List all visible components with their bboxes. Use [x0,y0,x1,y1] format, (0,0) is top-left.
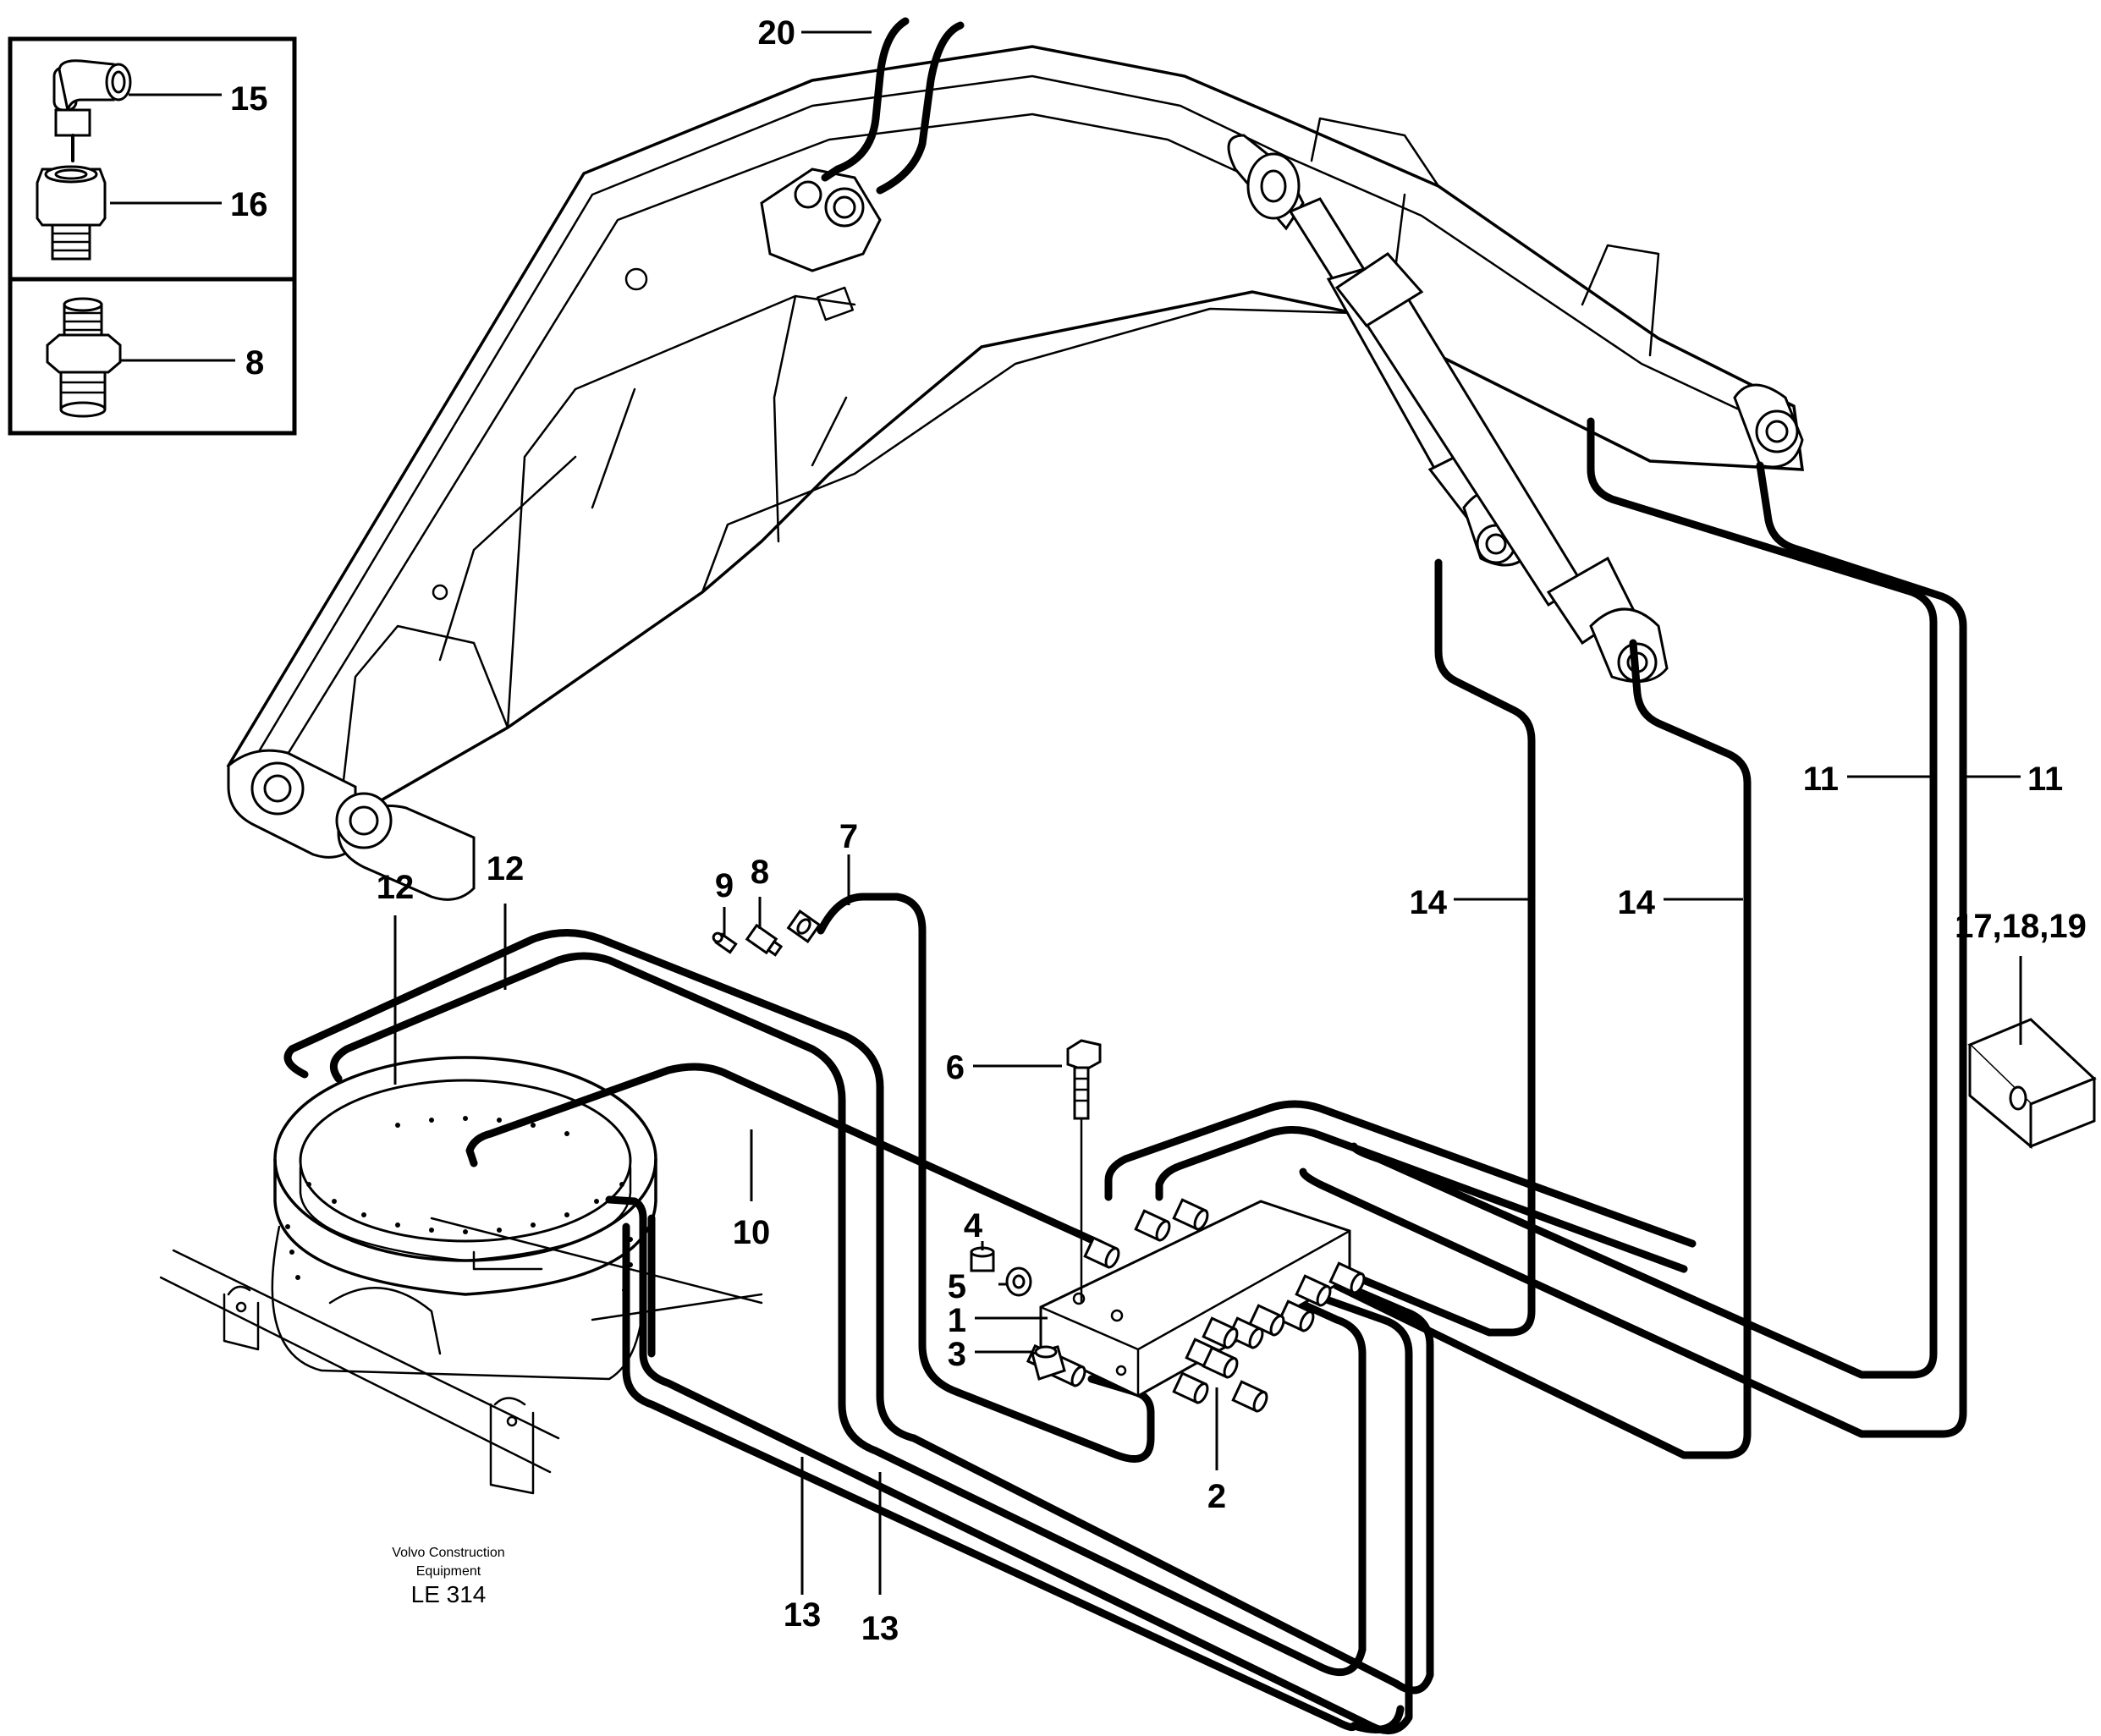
caption-line2: Equipment [416,1564,481,1579]
boom-foot-pins [227,749,476,901]
callout-12-right: 12 [487,850,525,887]
hoses-14 [1282,558,1752,1459]
bolt-6 [1066,1039,1102,1305]
hoses-12 [283,929,1434,1695]
ring-bolt-holes [285,1116,633,1293]
callout-11-left: 11 [1803,761,1839,798]
hoses-manifold-upper [1104,1100,1697,1273]
hoses-11 [1299,417,1967,1438]
callout-7: 7 [839,818,858,855]
rubber-block-17 [1967,1018,2097,1150]
elbow-3 [1031,1345,1066,1381]
callout-12-left: 12 [377,869,415,906]
callout-17-18-19: 17,18,19 [1955,908,2087,945]
callout-5: 5 [948,1268,966,1305]
callout-11-right: 11 [2027,761,2063,798]
nipple-8-inset [46,297,122,418]
callout-9: 9 [715,867,734,904]
hoses-13 [605,1195,1413,1735]
callout-14-left: 14 [1410,884,1448,921]
callout-3: 3 [948,1336,966,1373]
caption-line1: Volvo Construction [392,1546,504,1560]
callout-13-left: 13 [784,1596,822,1634]
hoses-20 [821,17,965,195]
plug-4 [970,1246,995,1272]
leader-lines [110,30,2022,1595]
callout-20: 20 [758,14,796,52]
small-parts-9-8-7 [712,909,822,957]
callout-10: 10 [733,1214,771,1251]
callout-labels: 20 15 16 8 12 12 9 8 7 6 10 4 5 1 3 2 13… [230,14,2087,1647]
undercarriage-frame [159,1217,763,1495]
nut-16 [36,165,107,261]
callout-6: 6 [946,1049,965,1086]
swing-ring [271,1056,657,1381]
hose-7 [817,893,1155,1463]
callout-8: 8 [751,854,769,891]
callout-4: 4 [964,1207,983,1244]
callout-8-inset: 8 [245,344,264,382]
inset-box [8,36,297,436]
callout-14-right: 14 [1618,884,1656,921]
callout-16: 16 [230,186,268,223]
washer-5 [1005,1266,1032,1297]
boom-cylinders [1227,134,1804,684]
boom [226,45,1805,827]
callout-1: 1 [948,1302,966,1339]
caption-id: LE 314 [411,1581,487,1607]
caption: Volvo Construction Equipment LE 314 [392,1546,504,1607]
hose-10 [465,1063,1104,1248]
boom-top-lug [760,168,882,272]
callout-13-right: 13 [861,1610,899,1647]
elbow-fitting-15 [52,59,132,162]
callout-15: 15 [230,80,268,118]
callout-2: 2 [1207,1478,1226,1515]
